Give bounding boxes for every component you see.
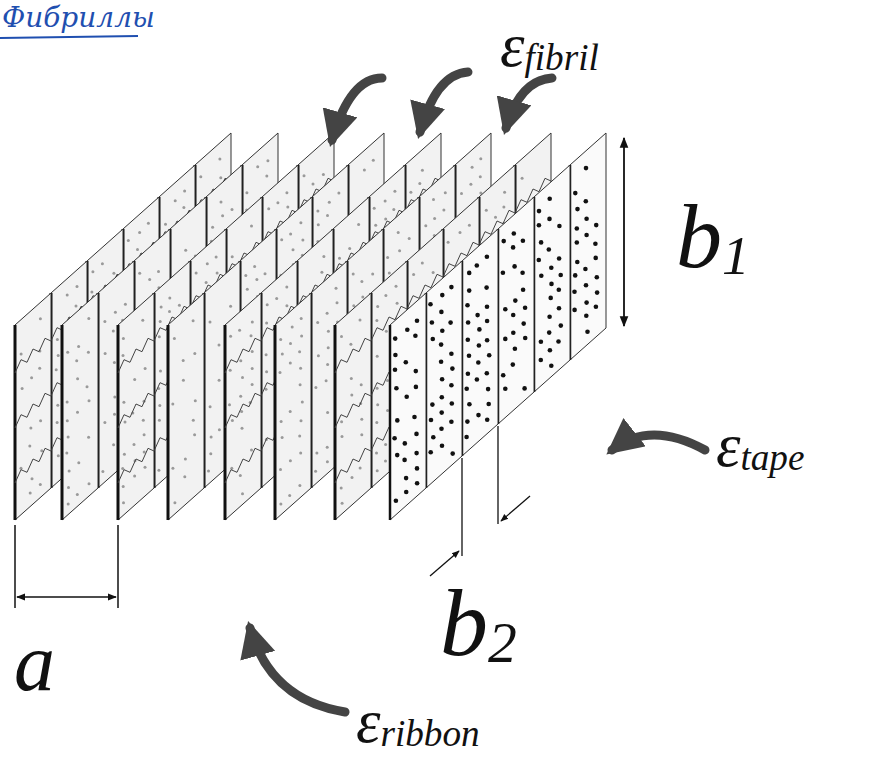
- plate-stack: [15, 133, 606, 520]
- dimension-label: a: [14, 622, 55, 704]
- dimension-a: [15, 525, 118, 608]
- handwritten-title: Фибриллы: [2, 4, 155, 32]
- subscript: ribbon: [380, 713, 479, 754]
- dimension-b2: [430, 426, 530, 576]
- dimension-label: b2: [440, 575, 517, 672]
- dimension-b1: [623, 138, 625, 326]
- pointer-arrows: [250, 72, 705, 712]
- permittivity-label: εfibril: [500, 14, 599, 77]
- dimension-label: b1: [676, 190, 750, 283]
- subscript: 2: [488, 611, 517, 674]
- subscript: fibril: [524, 37, 598, 78]
- subscript: tape: [740, 437, 804, 478]
- permittivity-label: εribbon: [356, 690, 480, 753]
- subscript: 1: [722, 225, 750, 286]
- permittivity-label: εtape: [716, 414, 804, 477]
- title-underline: [0, 36, 138, 38]
